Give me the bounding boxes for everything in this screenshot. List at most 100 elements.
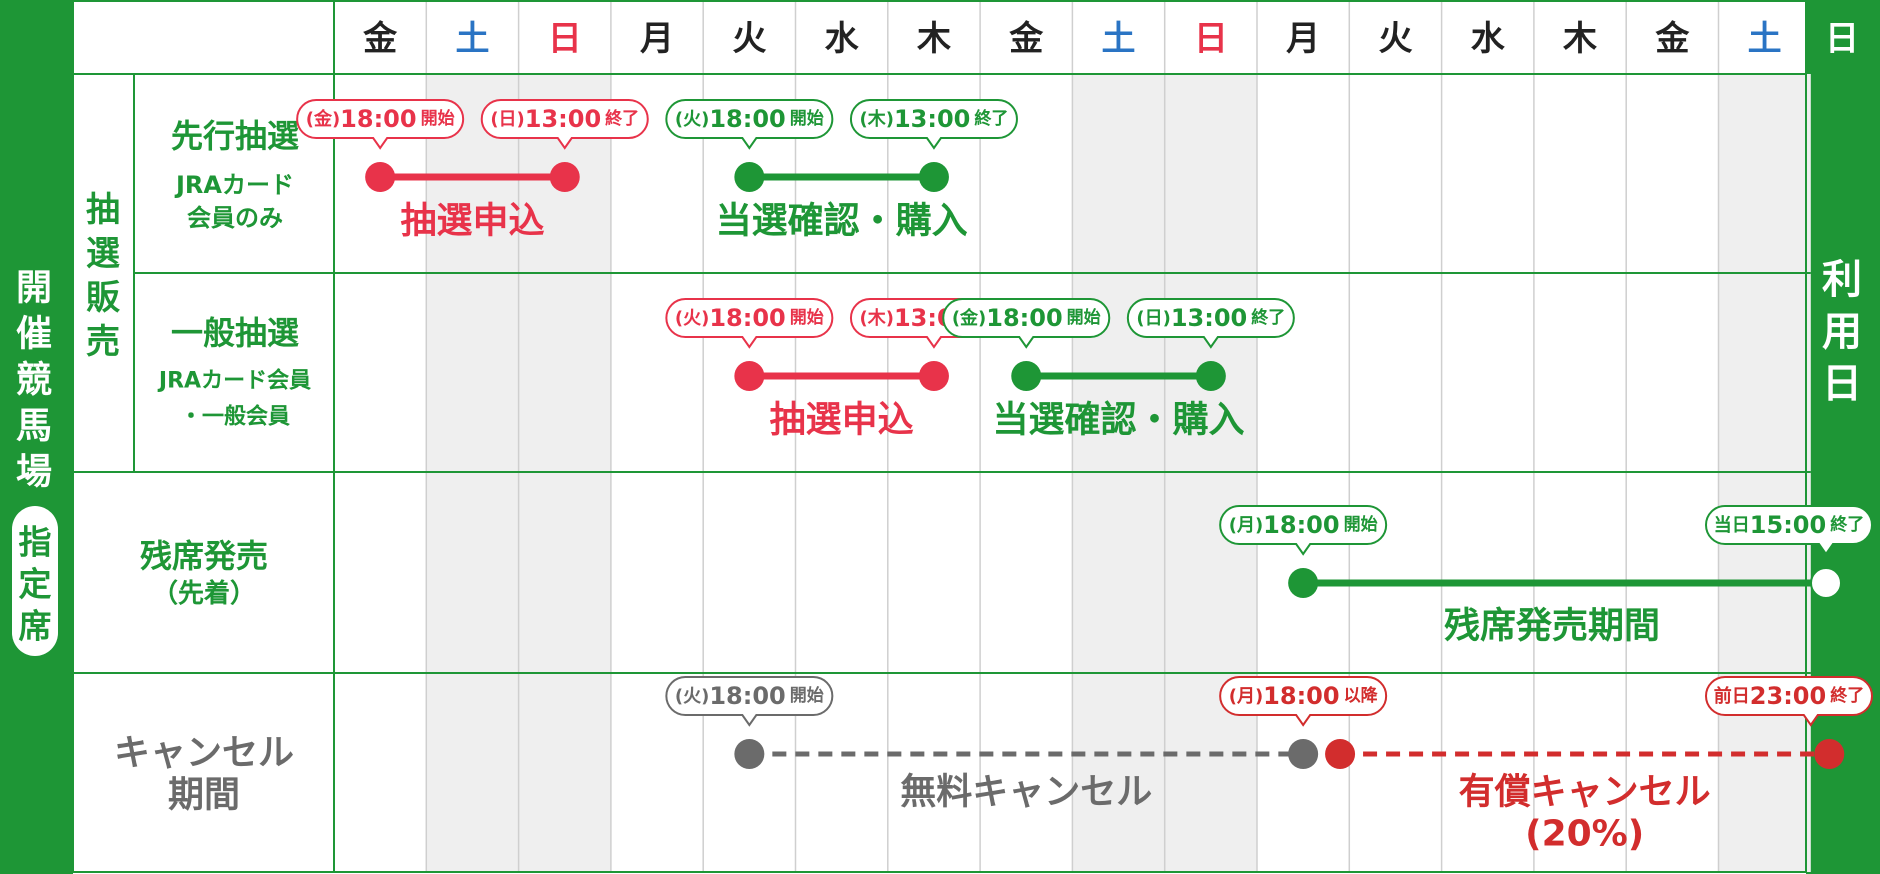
callout-bubble: [1219, 676, 1388, 727]
reserved-seat-badge: [12, 506, 58, 656]
timeline-start-dot: [1288, 568, 1319, 598]
callout-suffix: 開始: [421, 108, 455, 129]
timeline-end-dot: [918, 162, 949, 192]
callout-bubble: [942, 298, 1111, 349]
callout-suffix: 開始: [790, 307, 824, 328]
day-header-label: 土: [455, 19, 489, 59]
callout-time: 18:00: [709, 304, 785, 332]
callout-bubble: [480, 99, 649, 150]
remaining-sale-title: 残席発売: [140, 537, 268, 575]
callout-suffix: 終了: [1830, 514, 1864, 535]
callout-suffix: 終了: [605, 108, 639, 129]
day-header-label: 金: [1654, 19, 1690, 59]
timeline-end-dot: [549, 162, 580, 192]
timeline-end-dot: [918, 361, 949, 391]
callout-time: 18:00: [340, 105, 416, 133]
advance-lottery-sub: 会員のみ: [187, 204, 283, 232]
day-header-label: 月: [1286, 19, 1320, 59]
timeline-label: 抽選申込: [400, 201, 544, 242]
callout-bubble: [1705, 676, 1873, 727]
callout-time: 15:00: [1750, 511, 1826, 539]
timeline-label: 残席発売期間: [1444, 606, 1660, 647]
timeline-label: 無料キャンセル: [900, 772, 1152, 813]
callout-bubble: [296, 99, 465, 150]
day-header-label: 日: [548, 19, 582, 59]
reserved-seat-badge-char: 定: [19, 565, 52, 604]
timeline-label: 当選確認・購入: [993, 400, 1245, 441]
callout-prefix: (火): [675, 308, 709, 329]
venue-title-char: 競: [16, 360, 52, 401]
callout-suffix: 終了: [1251, 307, 1285, 328]
callout-suffix: 開始: [790, 108, 824, 129]
advance-lottery-title: 先行抽選: [171, 117, 299, 155]
callout-prefix: (火): [675, 109, 709, 130]
callout-suffix: 開始: [790, 685, 824, 706]
callout-suffix: 開始: [1067, 307, 1101, 328]
callout-time: 13:00: [894, 105, 970, 133]
callout-prefix: (月): [1229, 515, 1263, 536]
callout-time: 18:00: [709, 682, 785, 710]
remaining-sale-sub: （先着）: [152, 578, 256, 609]
general-lottery-title: 一般抽選: [171, 314, 299, 352]
cancel-period-title: キャンセル: [114, 733, 294, 774]
callout-bubble: [665, 676, 834, 727]
callout-bubble: [1126, 298, 1295, 349]
timeline-end-dot: [1814, 739, 1845, 769]
callout-suffix: 終了: [1830, 685, 1864, 706]
day-header-label: 日: [1194, 19, 1228, 59]
timeline-start-dot: [1011, 361, 1042, 391]
timeline-end-dot: [1195, 361, 1226, 391]
venue-title-char: 催: [16, 314, 52, 355]
day-header-label: 木: [1562, 19, 1597, 59]
callout-bubble: [665, 298, 834, 349]
day-header-label: 土: [1102, 19, 1136, 59]
day-header-label: 水: [825, 19, 860, 59]
callout-bubble: [1705, 505, 1873, 556]
advance-lottery-sub: JRAカード: [174, 171, 294, 199]
timeline-start-dot: [734, 739, 765, 769]
callout-bubble: [850, 99, 1018, 150]
timeline-start-dot: [734, 162, 765, 192]
useday-title-char: 利: [1822, 257, 1862, 303]
reserved-seat-badge-char: 指: [19, 523, 52, 562]
left-venue-bar: [0, 0, 73, 874]
callout-prefix: (金): [306, 108, 340, 130]
callout-prefix: (木): [860, 108, 894, 130]
day-header-label: 火: [732, 19, 766, 59]
day-header-label: 水: [1471, 19, 1506, 59]
day-header-label: 月: [640, 19, 674, 59]
day-header-label: 金: [1008, 19, 1044, 59]
day-header-label: 金: [362, 19, 398, 59]
timeline-label-sub: (20%): [1525, 814, 1644, 855]
callout-time: 18:00: [1263, 511, 1339, 539]
callout-time: 13:00: [525, 105, 601, 133]
general-lottery-sub: ・一般会員: [180, 404, 290, 430]
reserved-seat-badge-char: 席: [19, 607, 52, 646]
callout-prefix: (日): [490, 109, 524, 130]
lottery-group-label-char: 売: [86, 322, 120, 362]
callout-time: 18:00: [986, 304, 1062, 332]
callout-time: 18:00: [709, 105, 785, 133]
callout-bubble: [1219, 505, 1388, 556]
lottery-group-label-char: 販: [86, 278, 121, 318]
callout-prefix: (日): [1136, 308, 1170, 329]
day-header-label: 火: [1378, 19, 1412, 59]
